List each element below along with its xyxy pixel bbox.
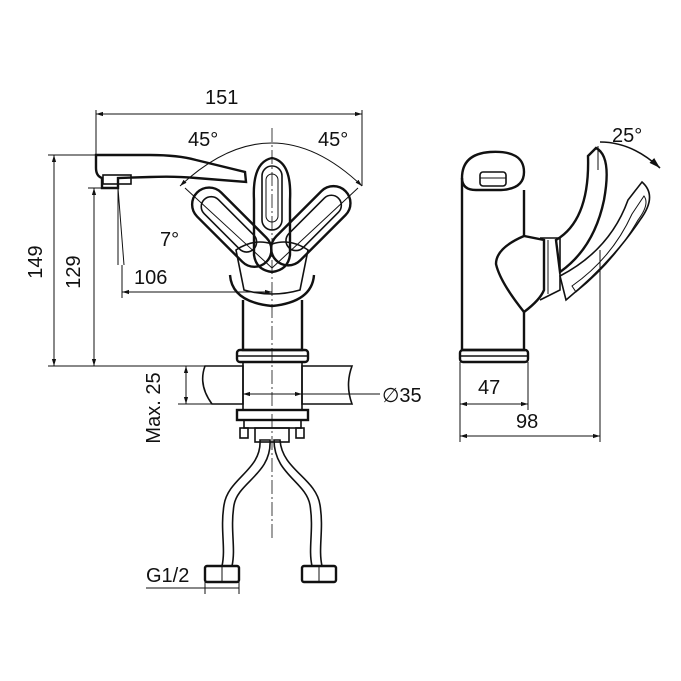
left-handle-rotated xyxy=(190,186,273,268)
label-side-angle: 25° xyxy=(612,125,642,147)
spout xyxy=(94,153,248,190)
label-total-height: 149 xyxy=(25,245,47,278)
dim-thread xyxy=(146,582,240,594)
label-angle-right: 45° xyxy=(318,129,348,151)
label-spout-tilt: 7° xyxy=(160,229,179,251)
label-deck-thickness: Max. 25 xyxy=(143,372,165,443)
countertop-section xyxy=(201,365,354,405)
side-spout-head xyxy=(460,150,526,192)
faucet-body xyxy=(228,274,316,364)
rotation-arc xyxy=(179,142,363,187)
right-handle-rotated xyxy=(270,184,352,267)
dim-spout-height xyxy=(88,187,102,366)
dim-overall-width xyxy=(95,110,363,186)
side-lever-handle xyxy=(554,146,608,275)
mounting-stud xyxy=(235,362,310,443)
side-cartridge xyxy=(494,234,546,314)
front-view: 151 45° 45° 7° 106 149 129 Max. 25 xyxy=(25,87,422,594)
label-hole-diameter: ∅35 xyxy=(382,385,422,407)
label-total-depth: 98 xyxy=(516,411,538,433)
label-thread: G1/2 xyxy=(146,565,189,587)
side-body xyxy=(460,178,526,352)
flexible-hoses xyxy=(203,439,338,584)
dim-spout-reach xyxy=(121,265,272,298)
dim-deck-thickness xyxy=(178,365,212,405)
label-spout-reach: 106 xyxy=(134,267,167,289)
label-base-depth: 47 xyxy=(478,377,500,399)
dim-base-depth xyxy=(459,362,529,442)
label-overall-width: 151 xyxy=(205,87,238,109)
dim-total-depth xyxy=(460,250,601,442)
label-angle-left: 45° xyxy=(188,129,218,151)
aerator xyxy=(102,174,132,185)
label-spout-height: 129 xyxy=(63,255,85,288)
side-view: 25° 47 98 xyxy=(458,125,661,442)
